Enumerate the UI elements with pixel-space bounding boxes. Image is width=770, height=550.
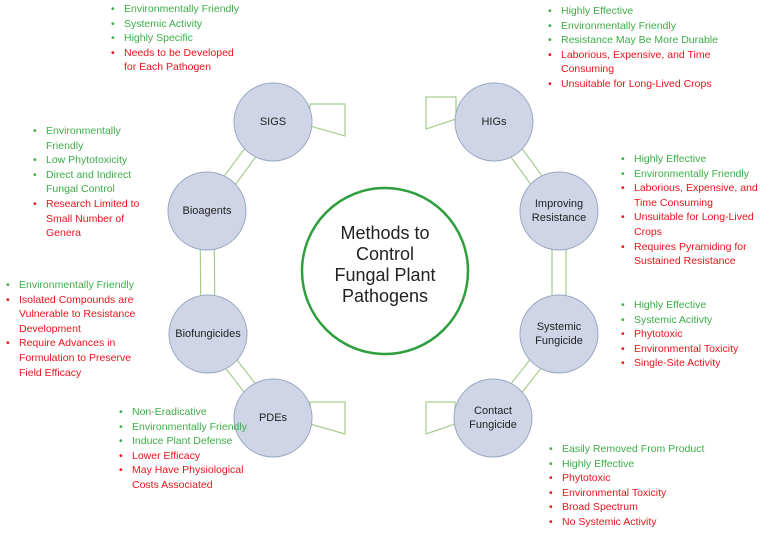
advantage-item: Environmentally Friendly [30, 124, 160, 153]
advantage-item: Direct and Indirect Fungal Control [30, 168, 160, 197]
node-label: Improving [535, 198, 583, 210]
points-list-higs: Highly EffectiveEnvironmentally Friendly… [545, 4, 720, 92]
node-label: Systemic [537, 321, 582, 333]
advantage-item: Induce Plant Defense [116, 434, 256, 449]
disadvantage-item: Unsuitable for Long-Lived Crops [618, 210, 770, 239]
disadvantage-item: Lower Efficacy [116, 449, 256, 464]
advantage-item: Systemic Activity [108, 17, 248, 32]
center-title-line: Pathogens [342, 286, 428, 306]
advantage-item: Non-Eradicative [116, 405, 256, 420]
advantage-item: Highly Effective [546, 457, 711, 472]
node-label: Biofungicides [175, 328, 241, 340]
advantage-item: Highly Specific [108, 31, 248, 46]
side-tab-contact-fungicide [425, 401, 456, 435]
node-circle [454, 82, 534, 162]
advantage-item: Systemic Acitivty [618, 313, 768, 328]
advantage-item: Easily Removed From Product [546, 442, 711, 457]
center-title-line: Methods to [340, 223, 429, 243]
disadvantage-item: Unsuitable for Long-Lived Crops [545, 77, 720, 92]
advantage-item: Highly Effective [545, 4, 720, 19]
advantage-item: Resistance May Be More Durable [545, 33, 720, 48]
disadvantage-item: Laborious, Expensive, and Time Consuming [618, 181, 770, 210]
side-tab-sigs [309, 103, 346, 137]
points-list-systemic-fungicide: Highly EffectiveSystemic AcitivtyPhytoto… [618, 298, 768, 371]
disadvantage-item: Single-Site Activity [618, 356, 768, 371]
node-label: Fungicide [535, 335, 583, 347]
node-label: SIGS [260, 116, 286, 128]
method-node-sigs: SIGS [233, 82, 313, 162]
connector-bioagents-biofungicides [199, 245, 216, 300]
node-circle [167, 171, 247, 251]
points-list-bioagents: Environmentally FriendlyLow Phytotoxicit… [30, 124, 160, 241]
advantage-item: Environmentally Friendly [108, 2, 248, 17]
node-circle [519, 294, 599, 374]
node-circle [519, 171, 599, 251]
side-tab-pdes [309, 401, 346, 435]
method-node-biofungicides: Biofungicides [168, 294, 248, 374]
node-label: Bioagents [183, 205, 232, 217]
disadvantage-item: Isolated Compounds are Vulnerable to Res… [3, 293, 153, 337]
node-label: PDEs [259, 412, 288, 424]
advantage-item: Highly Effective [618, 298, 768, 313]
side-tab-higs [425, 96, 457, 130]
points-list-pdes: Non-EradicativeEnvironmentally FriendlyI… [116, 405, 256, 493]
disadvantage-item: Phytotoxic [546, 471, 711, 486]
advantage-item: Highly Effective [618, 152, 770, 167]
advantage-item: Environmentally Friendly [3, 278, 153, 293]
node-circle [168, 294, 248, 374]
advantage-item: Low Phytotoxicity [30, 153, 160, 168]
node-label: Fungicide [469, 419, 517, 431]
disadvantage-item: Broad Spectrum [546, 500, 711, 515]
disadvantage-item: Requires Pyramiding for Sustained Resist… [618, 240, 770, 269]
disadvantage-item: Phytotoxic [618, 327, 768, 342]
disadvantage-item: Needs to be Developed for Each Pathogen [108, 46, 248, 75]
disadvantage-item: Research Limited to Small Number of Gene… [30, 197, 160, 241]
points-list-biofungicides: Environmentally FriendlyIsolated Compoun… [3, 278, 153, 380]
advantage-item: Environmentally Friendly [618, 167, 770, 182]
connector-improving-resistance-systemic-fungicide [551, 245, 567, 300]
disadvantage-item: Environmental Toxicity [546, 486, 711, 501]
center-title-line: Control [356, 244, 414, 264]
points-list-contact-fungicide: Easily Removed From ProductHighly Effect… [546, 442, 711, 530]
advantage-item: Environmentally Friendly [545, 19, 720, 34]
points-list-improving-resistance: Highly EffectiveEnvironmentally Friendly… [618, 152, 770, 269]
node-circle [453, 378, 533, 458]
disadvantage-item: Laborious, Expensive, and Time Consuming [545, 48, 720, 77]
disadvantage-item: No Systemic Activity [546, 515, 711, 530]
advantage-item: Environmentally Friendly [116, 420, 256, 435]
center-circle [300, 186, 470, 356]
node-circle [233, 82, 313, 162]
node-label: Contact [474, 405, 512, 417]
points-list-sigs: Environmentally FriendlySystemic Activit… [108, 2, 248, 75]
center-title-line: Fungal Plant [334, 265, 435, 285]
disadvantage-item: Require Advances in Formulation to Prese… [3, 336, 153, 380]
node-label: HIGs [481, 116, 507, 128]
disadvantage-item: May Have Physiological Costs Associated [116, 463, 256, 492]
disadvantage-item: Environmental Toxicity [618, 342, 768, 357]
method-node-bioagents: Bioagents [167, 171, 247, 251]
node-label: Resistance [532, 212, 586, 224]
method-node-higs: HIGs [454, 82, 534, 162]
